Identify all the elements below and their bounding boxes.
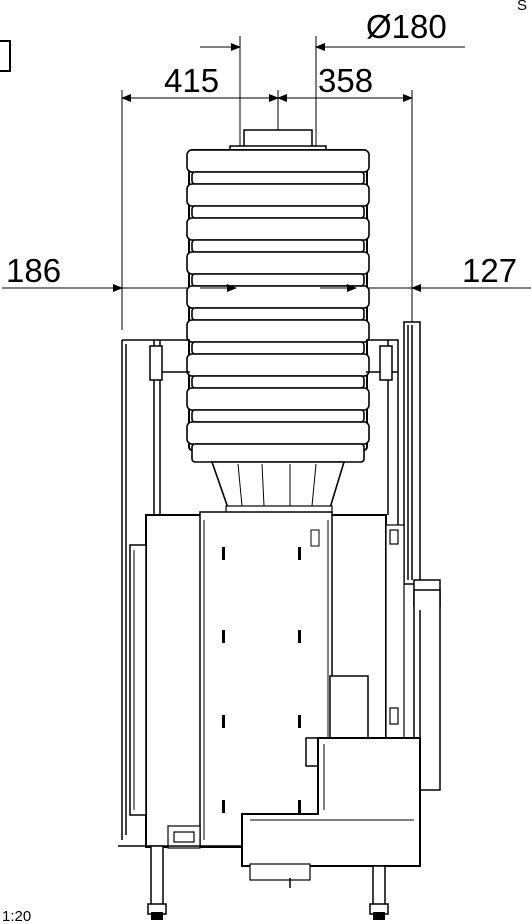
scale-note: 1:20	[2, 908, 31, 924]
dimension-diameter-label: Ø180	[366, 8, 447, 45]
housing-frame	[121, 321, 441, 840]
heat-storage-column	[186, 129, 370, 515]
dimension-diameter: Ø180	[200, 8, 465, 150]
connection-box	[241, 675, 421, 888]
dimension-left-offset-label: 415	[164, 62, 219, 99]
dimension-right-side-label: 127	[462, 252, 517, 289]
adjustable-legs	[147, 845, 389, 920]
dimension-sides: 186 127	[2, 252, 531, 292]
dimension-offsets: 415 358	[121, 62, 413, 330]
dimension-left-side-label: 186	[6, 252, 61, 289]
edge-symbol	[0, 40, 11, 72]
corner-mark: S	[517, 0, 527, 14]
dimension-right-offset-label: 358	[318, 62, 373, 99]
